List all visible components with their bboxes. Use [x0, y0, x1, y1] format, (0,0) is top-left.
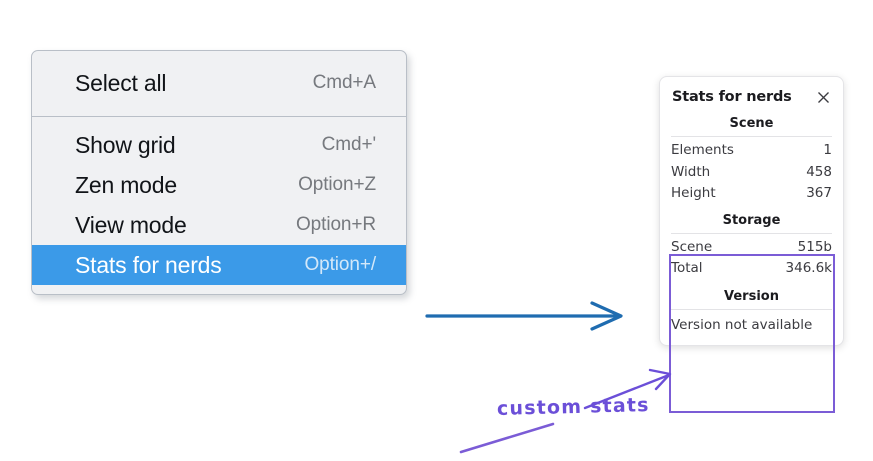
menu-item-label: View mode — [75, 211, 187, 238]
menu-item-shortcut: Cmd+' — [321, 134, 376, 155]
arrow-menu-to-panel-icon — [425, 301, 623, 331]
section-heading-version: Version — [724, 288, 779, 304]
handwritten-annotation-label: custom stats — [496, 394, 650, 420]
section-heading-storage: Storage — [722, 212, 781, 228]
menu-item-shortcut: Option+/ — [304, 254, 376, 275]
row-value: 346.6k — [785, 260, 832, 277]
menu-section-1: Select all Cmd+A — [32, 51, 406, 116]
stats-row-elements: Elements 1 — [671, 140, 832, 162]
stats-panel-body: Scene Elements 1 Width 458 Height 367 St… — [660, 114, 843, 335]
menu-item-zen-mode[interactable]: Zen mode Option+Z — [32, 165, 406, 205]
row-label: Total — [671, 260, 703, 277]
row-label: Width — [671, 163, 711, 180]
context-menu[interactable]: Select all Cmd+A Show grid Cmd+' Zen mod… — [31, 50, 407, 295]
underline-stroke-icon — [459, 422, 555, 454]
stats-panel-header: Stats for nerds — [660, 87, 843, 105]
row-label: Elements — [671, 142, 734, 158]
row-value: 1 — [823, 142, 832, 158]
menu-item-view-mode[interactable]: View mode Option+R — [32, 205, 406, 245]
menu-item-stats-for-nerds[interactable]: Stats for nerds Option+/ — [32, 245, 406, 285]
menu-item-show-grid[interactable]: Show grid Cmd+' — [32, 125, 406, 165]
menu-section-2: Show grid Cmd+' Zen mode Option+Z View m… — [32, 116, 406, 294]
menu-item-label: Stats for nerds — [75, 251, 222, 278]
section-divider — [671, 308, 832, 310]
stats-panel-title: Stats for nerds — [672, 89, 792, 105]
row-value: 367 — [806, 185, 832, 202]
stats-row-total-storage: Total 346.6k — [671, 258, 832, 280]
version-status-text: Version not available — [671, 316, 813, 333]
stats-for-nerds-panel: Stats for nerds Scene Elements 1 Width 4… — [659, 76, 844, 346]
section-divider — [671, 232, 832, 234]
section-divider — [671, 136, 832, 137]
close-icon[interactable] — [815, 89, 831, 105]
row-value: 515b — [797, 238, 832, 255]
stats-row-scene-storage: Scene 515b — [671, 237, 832, 259]
section-heading-scene: Scene — [729, 116, 774, 131]
menu-item-label: Zen mode — [75, 171, 177, 198]
menu-item-label: Show grid — [75, 131, 176, 158]
stats-row-width: Width 458 — [671, 162, 832, 184]
menu-item-select-all[interactable]: Select all Cmd+A — [32, 63, 406, 103]
menu-item-shortcut: Option+Z — [298, 174, 376, 195]
menu-item-shortcut: Option+R — [296, 214, 376, 235]
row-label: Height — [671, 185, 716, 202]
stats-row-height: Height 367 — [671, 183, 832, 205]
menu-item-shortcut: Cmd+A — [312, 72, 376, 93]
menu-item-label: Select all — [75, 69, 167, 96]
row-value: 458 — [806, 163, 832, 180]
row-label: Scene — [671, 238, 713, 255]
